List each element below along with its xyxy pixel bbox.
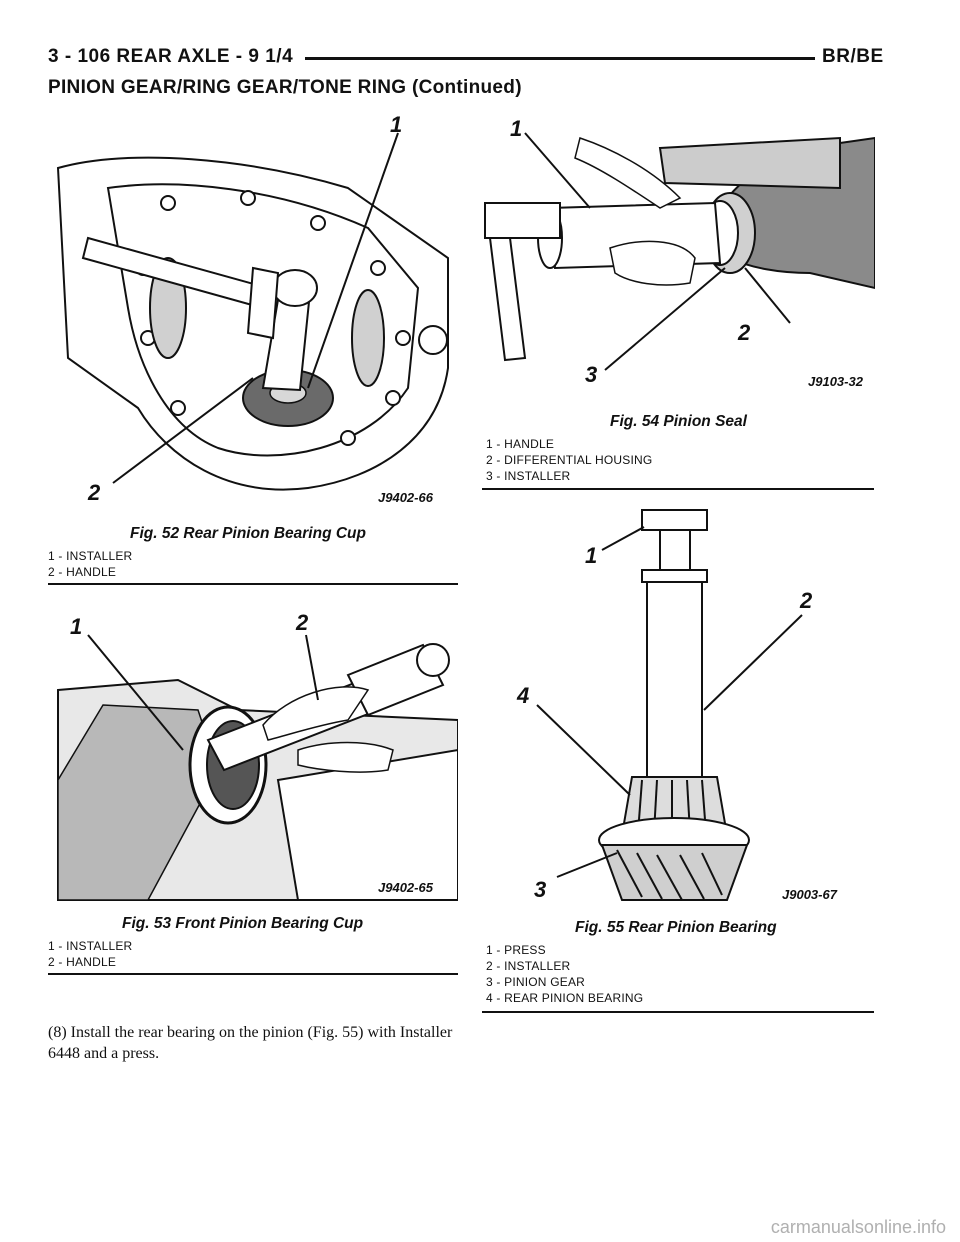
fig-55-callout-4: 4 <box>516 683 529 708</box>
fig-52-legend: 1 - INSTALLER 2 - HANDLE <box>48 548 132 580</box>
fig-54-rule <box>482 488 874 490</box>
legend-item: 2 - HANDLE <box>48 955 117 969</box>
fig-53-illustration: 1 2 J9402-65 <box>48 600 458 910</box>
fig-55-illustration: 1 2 4 3 J9003-67 <box>482 505 877 915</box>
fig-54-illustration: 1 2 3 J9103-32 <box>480 108 875 408</box>
section-title: PINION GEAR/RING GEAR/TONE RING (Continu… <box>48 77 522 98</box>
fig-55-callout-1: 1 <box>585 543 597 568</box>
body-paragraph: (8) Install the rear bearing on the pini… <box>48 1024 453 1062</box>
fig-54-callout-2: 2 <box>737 320 751 345</box>
legend-item: 1 - HANDLE <box>486 437 555 451</box>
fig-53-caption: Fig. 53 Front Pinion Bearing Cup <box>122 915 364 932</box>
legend-item: 2 - INSTALLER <box>486 959 571 973</box>
legend-item: 3 - INSTALLER <box>486 469 571 483</box>
fig-53-legend: 1 - INSTALLER 2 - HANDLE <box>48 938 132 970</box>
fig-54-id: J9103-32 <box>808 374 864 389</box>
header-rule <box>305 57 815 60</box>
fig-55-caption: Fig. 55 Rear Pinion Bearing <box>575 919 777 936</box>
model-code: BR/BE <box>822 46 884 67</box>
fig-52-illustration: 1 2 J9402-66 <box>48 108 458 518</box>
page-reference: 3 - 106 REAR AXLE - 9 1/4 <box>48 46 294 67</box>
watermark: carmanualsonline.info <box>770 1217 946 1237</box>
fig-54-callout-1: 1 <box>510 116 522 141</box>
fig-54-caption: Fig. 54 Pinion Seal <box>610 413 747 430</box>
fig-52-callout-2: 2 <box>87 480 101 505</box>
fig-55-legend: 1 - PRESS 2 - INSTALLER 3 - PINION GEAR … <box>486 942 643 1006</box>
fig-52-id: J9402-66 <box>378 490 434 505</box>
legend-item: 1 - PRESS <box>486 943 546 957</box>
fig-52-callout-1: 1 <box>390 112 402 137</box>
legend-item: 2 - HANDLE <box>48 565 117 579</box>
fig-52-rule <box>48 583 458 585</box>
legend-item: 3 - PINION GEAR <box>486 975 586 989</box>
legend-item: 1 - INSTALLER <box>48 549 133 563</box>
fig-54-callout-3: 3 <box>585 362 597 387</box>
legend-item: 2 - DIFFERENTIAL HOUSING <box>486 453 653 467</box>
fig-53-id: J9402-65 <box>378 880 434 895</box>
fig-55-callout-3: 3 <box>534 877 546 902</box>
legend-item: 1 - INSTALLER <box>48 939 133 953</box>
fig-54-legend: 1 - HANDLE 2 - DIFFERENTIAL HOUSING 3 - … <box>486 436 652 484</box>
legend-item: 4 - REAR PINION BEARING <box>486 991 644 1005</box>
fig-53-rule <box>48 973 458 975</box>
fig-53-callout-1: 1 <box>70 614 82 639</box>
fig-53-callout-2: 2 <box>295 610 309 635</box>
fig-55-callout-2: 2 <box>799 588 813 613</box>
fig-52-caption: Fig. 52 Rear Pinion Bearing Cup <box>130 525 366 542</box>
fig-55-id: J9003-67 <box>782 887 838 902</box>
fig-55-rule <box>482 1011 874 1013</box>
